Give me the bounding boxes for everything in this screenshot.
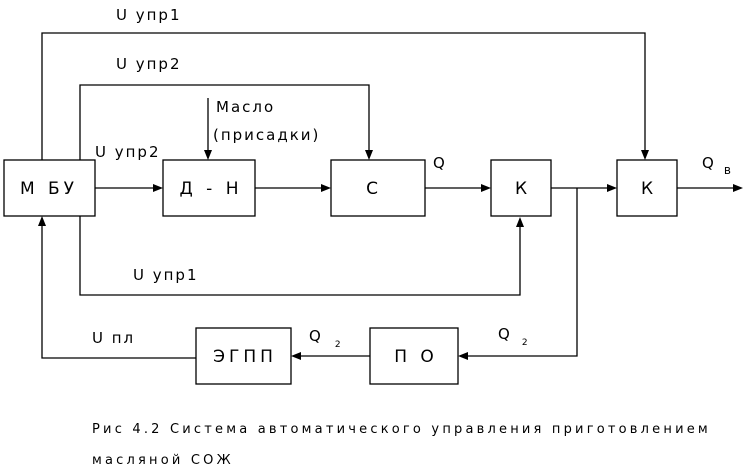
label-u-pl: U пл [92, 329, 135, 347]
block-egpp-label: ЭГПП [213, 347, 277, 367]
label-u-upr1-top: U упр1 [116, 6, 182, 24]
label-q2-left-main: Q [309, 327, 323, 345]
label-q2-left-sub: 2 [335, 340, 343, 350]
line-u-upr2-top [79, 84, 370, 160]
block-po-label: П О [394, 347, 438, 367]
label-oil-line2: (присадки) [213, 126, 320, 144]
label-u-upr2-top: U упр2 [116, 55, 182, 73]
block-k1: К [490, 159, 552, 217]
label-q-out-sub: в [724, 163, 733, 177]
caption-line-1: Рис 4.2 Система автоматического управлен… [92, 422, 711, 437]
line-u-upr1-bottom [79, 216, 521, 296]
caption-line-2: масляной СОЖ [92, 453, 234, 468]
block-k2: К [616, 159, 678, 217]
block-po: П О [369, 327, 459, 385]
block-dn-label: Д - Н [179, 179, 242, 199]
line-u-upr1-top [41, 32, 646, 160]
arrow-oil-input [204, 150, 212, 160]
label-oil-line1: Масло [216, 98, 275, 116]
label-q2-right-main: Q [498, 325, 512, 343]
label-u-upr1-bottom: U упр1 [133, 266, 199, 284]
block-mbu-label: М БУ [20, 179, 78, 199]
block-s: С [330, 159, 426, 217]
arrow-to-po [458, 352, 468, 360]
arrow-s-k1 [481, 184, 491, 192]
arrow-mbu-dn [153, 184, 163, 192]
block-k2-label: К [641, 179, 657, 199]
arrow-u-upr1-top [641, 150, 649, 160]
arrow-dn-s [321, 184, 331, 192]
arrow-u-upr2-top [365, 150, 373, 160]
block-mbu: М БУ [3, 159, 96, 217]
block-egpp: ЭГПП [195, 327, 292, 385]
arrow-to-mbu [38, 216, 46, 226]
block-k1-label: К [515, 179, 531, 199]
label-q: Q [433, 154, 447, 172]
block-dn: Д - Н [162, 159, 256, 217]
label-q-out-main: Q [702, 154, 716, 172]
block-s-label: С [366, 179, 382, 199]
arrow-to-egpp [291, 352, 301, 360]
line-u-pl [41, 224, 196, 359]
label-u-upr2-mid: U упр2 [95, 143, 161, 161]
line-feedback-branch [466, 188, 578, 357]
arrow-output [733, 184, 743, 192]
label-q2-right-sub: 2 [522, 338, 530, 348]
arrow-u-upr1-bottom [516, 217, 524, 227]
arrow-k1-k2 [607, 184, 617, 192]
